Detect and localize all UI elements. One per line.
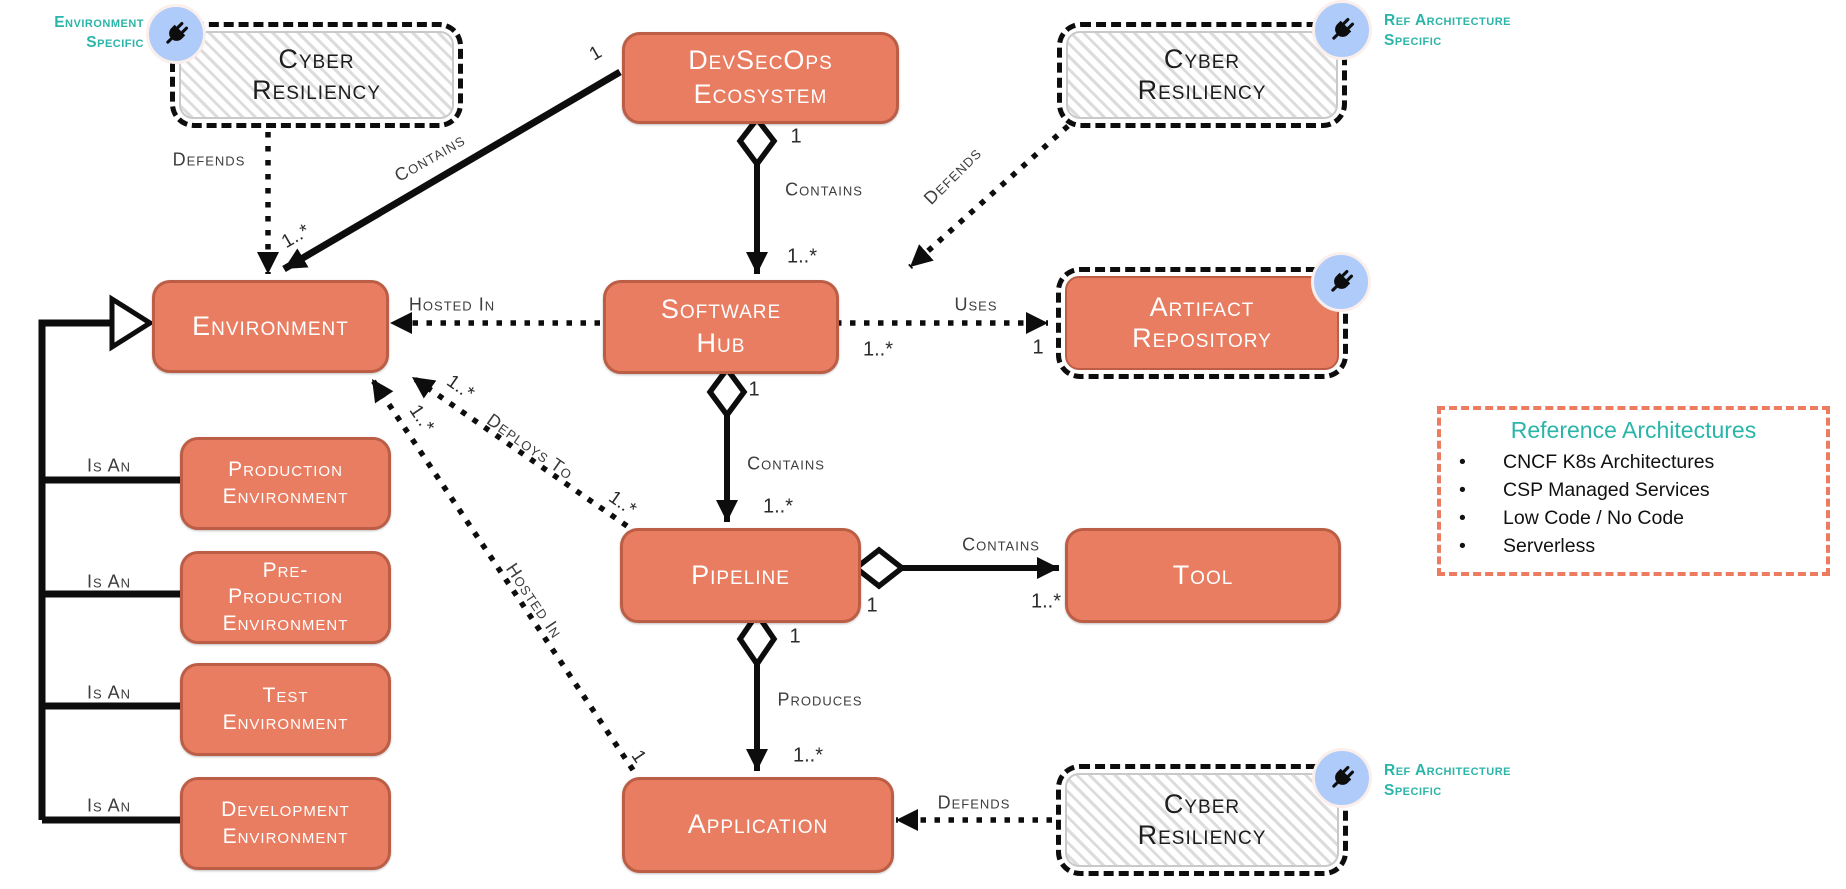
multiplicity-label: 1 <box>748 378 760 401</box>
edge-label-defends: Defends <box>172 149 246 170</box>
inheritance-triangle-icon <box>109 294 155 352</box>
edge-is-an-tree <box>38 319 180 824</box>
multiplicity-label: 1..* <box>862 338 894 361</box>
edge-label-is-an: Is An <box>86 795 132 816</box>
node-pipeline: Pipeline <box>620 528 861 623</box>
node-label: DevSecOps Ecosystem <box>688 45 833 109</box>
node-label: Production Environment <box>222 458 349 508</box>
node-label: Pre-Production Environment <box>222 559 349 635</box>
annotation-ref-architecture-specific-top: Ref Architecture Specific <box>1384 12 1512 50</box>
legend-item-label: CNCF K8s Architectures <box>1503 451 1715 473</box>
multiplicity-label: 1..* <box>786 245 818 268</box>
plug-icon <box>146 4 206 64</box>
legend-title: Reference Architectures <box>1510 417 1757 443</box>
node-label: Tool <box>1172 559 1234 590</box>
multiplicity-label: 1..* <box>792 744 824 767</box>
legend-item: Serverless <box>1451 532 1816 560</box>
plug-icon <box>1311 252 1371 312</box>
node-test-environment: Test Environment <box>180 663 391 756</box>
multiplicity-label: 1 <box>1032 336 1044 359</box>
edge-label-uses: Uses <box>954 294 998 315</box>
node-application: Application <box>622 777 894 873</box>
node-cyber-resiliency-top-right: Cyber Resiliency <box>1057 22 1347 128</box>
legend-item: CNCF K8s Architectures <box>1451 448 1816 476</box>
edge-label-produces: Produces <box>777 689 863 710</box>
edge-software-hub-contains-pipeline <box>706 364 748 522</box>
node-label: Cyber Resiliency <box>1137 789 1267 850</box>
edge-label-defends: Defends <box>937 792 1011 813</box>
legend-item-label: Low Code / No Code <box>1503 507 1685 529</box>
node-label: Development Environment <box>221 798 350 848</box>
plug-icon <box>1312 748 1372 808</box>
node-cyber-resiliency-top-left: Cyber Resiliency <box>170 22 463 128</box>
edge-ecosystem-contains-software-hub <box>736 114 778 274</box>
multiplicity-label: 1..* <box>762 495 794 518</box>
edge-pipeline-deploys-to-environment <box>410 374 629 529</box>
legend-item: Low Code / No Code <box>1451 504 1816 532</box>
legend-item-label: Serverless <box>1503 535 1596 557</box>
node-artifact-repository: Artifact Repository <box>1056 267 1348 379</box>
edge-pipeline-produces-application <box>736 609 778 771</box>
edge-ecosystem-contains-environment <box>282 68 622 273</box>
node-label: Application <box>687 809 829 840</box>
node-pre-production-environment: Pre-Production Environment <box>180 551 391 644</box>
plug-icon <box>1312 0 1372 60</box>
node-tool: Tool <box>1065 528 1341 623</box>
edge-label-contains: Contains <box>747 453 825 474</box>
annotation-environment-specific: Environment Specific <box>54 14 144 52</box>
edge-label-is-an: Is An <box>86 455 132 476</box>
node-environment: Environment <box>152 280 389 373</box>
node-software-hub: Software Hub <box>603 280 839 374</box>
node-label: Cyber Resiliency <box>1137 44 1267 105</box>
edge-label-is-an: Is An <box>86 571 132 592</box>
node-production-environment: Production Environment <box>180 437 391 530</box>
node-cyber-resiliency-bottom-right: Cyber Resiliency <box>1056 764 1348 876</box>
edge-pipeline-contains-tool <box>851 546 1059 590</box>
node-development-environment: Development Environment <box>180 777 391 870</box>
node-label: Test Environment <box>222 684 349 734</box>
multiplicity-label: 1 <box>790 125 802 148</box>
edge-label-contains: Contains <box>962 534 1040 555</box>
node-label: Software Hub <box>660 294 782 358</box>
multiplicity-label: 1 <box>789 625 801 648</box>
annotation-ref-architecture-specific-bottom: Ref Architecture Specific <box>1384 762 1512 800</box>
multiplicity-label: 1 <box>866 594 878 617</box>
edge-label-contains: Contains <box>785 179 863 200</box>
edge-label-is-an: Is An <box>86 682 132 703</box>
node-label: Artifact Repository <box>1132 292 1272 353</box>
node-label: Cyber Resiliency <box>252 44 381 105</box>
node-devsecops-ecosystem: DevSecOps Ecosystem <box>622 32 899 124</box>
multiplicity-label: 1..* <box>1030 590 1062 613</box>
node-label: Environment <box>192 310 349 341</box>
legend-item-label: CSP Managed Services <box>1503 479 1710 501</box>
edge-label-hosted-in: Hosted In <box>408 294 496 315</box>
reference-architectures-legend: Reference Architectures CNCF K8s Archite… <box>1437 406 1830 576</box>
node-label: Pipeline <box>691 559 790 590</box>
legend-item: CSP Managed Services <box>1451 476 1816 504</box>
